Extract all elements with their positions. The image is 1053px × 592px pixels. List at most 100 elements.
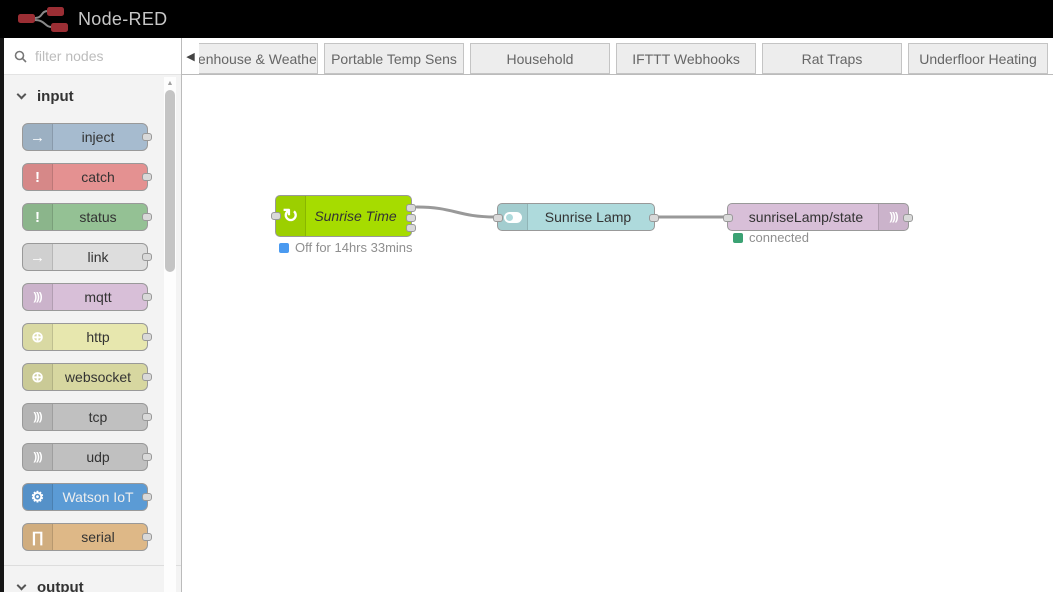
output-port[interactable] — [142, 293, 152, 301]
tab-label: Portable Temp Sens — [331, 50, 457, 67]
tab-label: Household — [506, 50, 574, 67]
palette-node-http[interactable]: ⊕ http — [22, 323, 152, 351]
tab-ifttt-webhooks[interactable]: IFTTT Webhooks — [616, 43, 756, 74]
app-title: Node-RED — [78, 8, 168, 29]
palette-search — [0, 38, 181, 75]
toggle-icon — [498, 204, 528, 230]
output-port[interactable] — [142, 173, 152, 181]
toggle-icon — [503, 211, 522, 223]
app-header: Node-RED — [0, 0, 1053, 38]
scroll-up-arrow-icon[interactable]: ▲ — [166, 79, 174, 87]
output-port[interactable] — [649, 214, 659, 222]
chevron-down-icon — [16, 89, 27, 99]
output-port[interactable] — [142, 133, 152, 141]
node-status: connected — [733, 230, 809, 245]
tab-label: Greenhouse & Weather — [182, 50, 318, 67]
output-port[interactable] — [142, 493, 152, 501]
node-palette: input →inject!catch!status→link)))mqtt⊕h… — [0, 38, 182, 592]
input-port[interactable] — [493, 214, 503, 222]
flow-node-sunrise-lamp[interactable]: Sunrise Lamp — [493, 203, 659, 231]
output-port[interactable] — [142, 253, 152, 261]
flow-node-label: Sunrise Lamp — [544, 209, 632, 225]
tab-underfloor-heating[interactable]: Underfloor Heating — [908, 43, 1048, 74]
signal-icon: ))) — [23, 404, 53, 430]
output-port-2[interactable] — [406, 214, 416, 222]
flow-node-label: sunriseLamp/state — [748, 209, 864, 225]
palette-node-websocket[interactable]: ⊕ websocket — [22, 363, 152, 391]
square-wave-icon: ∏ — [23, 524, 53, 550]
output-port-1[interactable] — [406, 204, 416, 212]
exclamation-icon: ! — [23, 204, 53, 230]
flow-node-sunrise-time[interactable]: ↻ Sunrise Time — [271, 195, 416, 237]
output-port[interactable] — [142, 213, 152, 221]
tab-scroll-left-icon[interactable]: ◀ — [182, 38, 199, 74]
input-port[interactable] — [723, 214, 733, 222]
palette-scrollbar-thumb[interactable] — [165, 90, 175, 272]
palette-node-label: catch — [81, 169, 115, 185]
palette-node-label: udp — [86, 449, 110, 465]
palette-section-input[interactable]: input — [0, 81, 181, 111]
palette-section-divider — [0, 565, 181, 566]
status-dot-blue — [279, 242, 289, 253]
exclamation-icon: ! — [23, 164, 53, 190]
flow-canvas[interactable]: ↻ Sunrise Time Off for 14hrs 33mins Sunr… — [182, 75, 1053, 592]
inject-arrow-icon: → — [23, 124, 53, 150]
palette-node-udp[interactable]: ))) udp — [22, 443, 152, 471]
palette-node-link[interactable]: →link — [22, 243, 152, 271]
timer-icon: ↻ — [276, 196, 306, 236]
output-port[interactable] — [903, 214, 913, 222]
palette-node-label: Watson IoT — [62, 489, 134, 505]
output-port[interactable] — [142, 413, 152, 421]
filter-nodes-input[interactable] — [35, 48, 155, 64]
palette-node-label: serial — [81, 529, 115, 545]
status-dot-green — [733, 232, 743, 243]
palette-node-label: mqtt — [84, 289, 112, 305]
status-text: Off for 14hrs 33mins — [295, 240, 413, 255]
palette-section-output[interactable]: output — [0, 572, 181, 592]
palette-node-catch[interactable]: ! catch — [22, 163, 152, 191]
palette-scrollbar: ▲ — [164, 77, 176, 592]
wire[interactable] — [415, 205, 497, 219]
palette-node-watson-iot[interactable]: ⚙ Watson IoT — [22, 483, 152, 511]
palette-input-list: →inject!catch!status→link)))mqtt⊕http⊕we… — [0, 123, 181, 551]
chip-icon: ⚙ — [23, 484, 53, 510]
globe-icon: ⊕ — [23, 364, 53, 390]
palette-node-label: websocket — [64, 369, 132, 385]
status-text: connected — [749, 230, 809, 245]
tab-greenhouse-weather[interactable]: Greenhouse & Weather — [182, 43, 318, 74]
window-left-edge — [0, 38, 4, 592]
tab-label: Underfloor Heating — [919, 50, 1037, 67]
tab-portable-temp-sens[interactable]: Portable Temp Sens — [324, 43, 464, 74]
node-status: Off for 14hrs 33mins — [279, 240, 413, 255]
workspace-tabbar: ◀ Greenhouse & Weather Portable Temp Sens… — [182, 38, 1053, 75]
flow-node-mqtt-out[interactable]: ))) sunriseLamp/state — [723, 203, 913, 231]
palette-node-status[interactable]: ! status — [22, 203, 152, 231]
search-icon — [14, 50, 27, 63]
output-port-3[interactable] — [406, 224, 416, 232]
tab-label: IFTTT Webhooks — [632, 50, 740, 67]
palette-scroll-area: input →inject!catch!status→link)))mqtt⊕h… — [0, 75, 181, 592]
output-port[interactable] — [142, 533, 152, 541]
signal-icon: ))) — [23, 284, 53, 310]
globe-icon: ⊕ — [23, 324, 53, 350]
palette-node-serial[interactable]: ∏ serial — [22, 523, 152, 551]
palette-node-label: status — [79, 209, 117, 225]
palette-node-label: http — [86, 329, 110, 345]
flow-wires — [415, 205, 729, 219]
output-port[interactable] — [142, 333, 152, 341]
chevron-down-icon — [16, 580, 27, 590]
tab-label: Rat Traps — [801, 50, 863, 67]
output-port[interactable] — [142, 373, 152, 381]
palette-node-mqtt[interactable]: ))) mqtt — [22, 283, 152, 311]
palette-node-label: link — [87, 249, 109, 265]
signal-icon: ))) — [23, 444, 53, 470]
tab-household[interactable]: Household — [470, 43, 610, 74]
palette-node-tcp[interactable]: ))) tcp — [22, 403, 152, 431]
tab-rat-traps[interactable]: Rat Traps — [762, 43, 902, 74]
input-port[interactable] — [271, 212, 281, 220]
palette-node-label: tcp — [88, 409, 108, 425]
palette-node-inject[interactable]: →inject — [22, 123, 152, 151]
node-red-logo-icon — [18, 7, 68, 32]
tabs-row: Greenhouse & Weather Portable Temp Sens Ho… — [182, 43, 1053, 74]
output-port[interactable] — [142, 453, 152, 461]
